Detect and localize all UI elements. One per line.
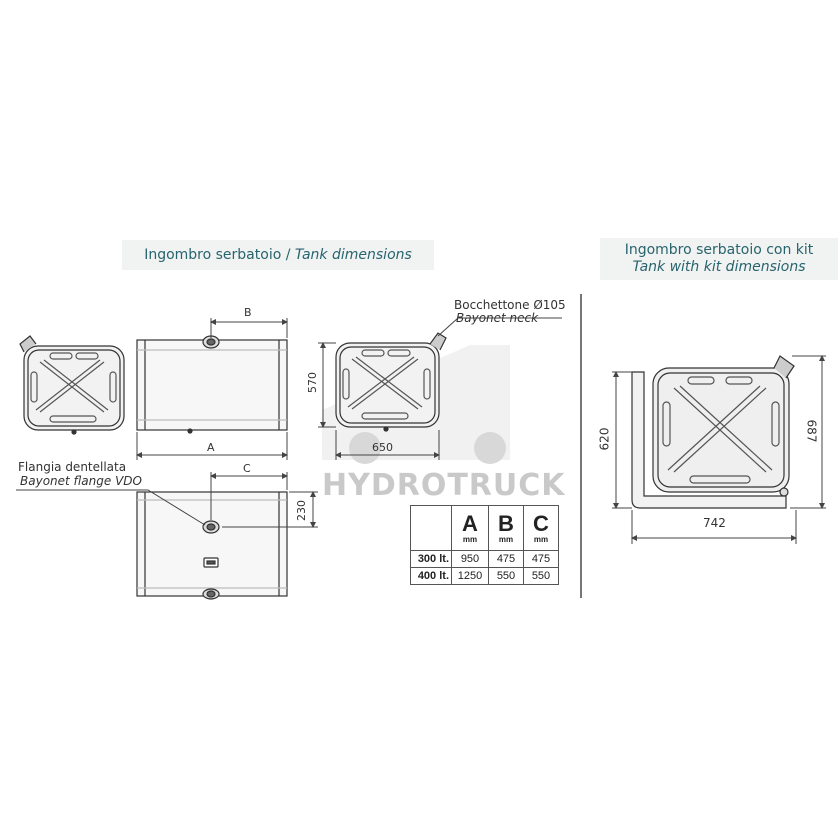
header-a-letter: A — [462, 510, 478, 536]
table-header-a: A mm — [451, 505, 489, 551]
neck-label-en: Bayonet neck — [456, 311, 539, 325]
dimension-c-line — [210, 472, 288, 520]
row-300-b: 475 — [488, 550, 524, 568]
kit-dimensions-title-en: Tank with kit dimensions — [632, 259, 806, 275]
dimension-620-line — [612, 371, 632, 509]
table-corner-cell — [410, 505, 452, 551]
neck-leader-line — [437, 317, 562, 337]
label-230: 230 — [295, 500, 308, 521]
dimension-687-line — [790, 355, 826, 509]
tank-front-view-left — [19, 335, 125, 435]
row-400-label: 400 lt. — [410, 567, 452, 585]
table-header-b: B mm — [488, 505, 524, 551]
kit-dimensions-title-it: Ingombro serbatoio con kit — [624, 242, 814, 258]
table-row: 300 lt. 950 475 475 — [410, 550, 559, 568]
hydrotruck-watermark: HYDROTRUCK — [322, 468, 566, 503]
row-300-c: 475 — [523, 550, 559, 568]
row-400-b: 550 — [488, 567, 524, 585]
tank-top-view — [136, 491, 288, 600]
dimension-742-line — [631, 510, 797, 544]
label-570: 570 — [306, 372, 319, 393]
flange-label-en: Bayonet flange VDO — [20, 474, 142, 488]
header-b-unit: mm — [498, 534, 514, 544]
row-400-c: 550 — [523, 567, 559, 585]
flange-leader-line — [16, 489, 206, 526]
label-b: B — [244, 306, 252, 319]
tank-dimensions-title-it: Ingombro serbatoio / — [144, 247, 295, 263]
dimension-a-line — [136, 432, 288, 460]
label-620: 620 — [597, 427, 612, 451]
table-header-c: C mm — [523, 505, 559, 551]
row-300-a: 950 — [451, 550, 489, 568]
label-687: 687 — [804, 419, 819, 443]
neck-label-it: Bocchettone Ø105 — [454, 298, 566, 312]
dimension-570-line — [318, 342, 336, 428]
dimension-b-line — [210, 318, 288, 338]
label-742: 742 — [703, 516, 726, 530]
label-650: 650 — [372, 441, 393, 454]
dimensions-table: A mm B mm C mm 300 lt. 950 475 475 400 l… — [410, 505, 559, 585]
table-row: 400 lt. 1250 550 550 — [410, 567, 559, 585]
dimension-650-line — [335, 430, 440, 460]
tank-dimensions-title: Ingombro serbatoio / Tank dimensions — [122, 240, 434, 270]
header-c-letter: C — [533, 510, 549, 536]
flange-label-it: Flangia dentellata — [18, 460, 127, 474]
row-300-label: 300 lt. — [410, 550, 452, 568]
tank-dimensions-title-en: Tank dimensions — [294, 247, 412, 263]
tank-side-view — [136, 335, 288, 434]
kit-dimensions-title: Ingombro serbatoio con kit Tank with kit… — [600, 238, 838, 280]
header-b-letter: B — [498, 510, 514, 536]
header-c-unit: mm — [533, 534, 549, 544]
header-a-unit: mm — [462, 534, 478, 544]
label-a: A — [207, 441, 215, 454]
label-c: C — [243, 462, 251, 475]
row-400-a: 1250 — [451, 567, 489, 585]
table-header-row: A mm B mm C mm — [410, 505, 559, 551]
tank-front-view-right — [335, 332, 447, 432]
dimension-230-line — [222, 491, 318, 528]
tank-kit-view — [631, 355, 795, 509]
